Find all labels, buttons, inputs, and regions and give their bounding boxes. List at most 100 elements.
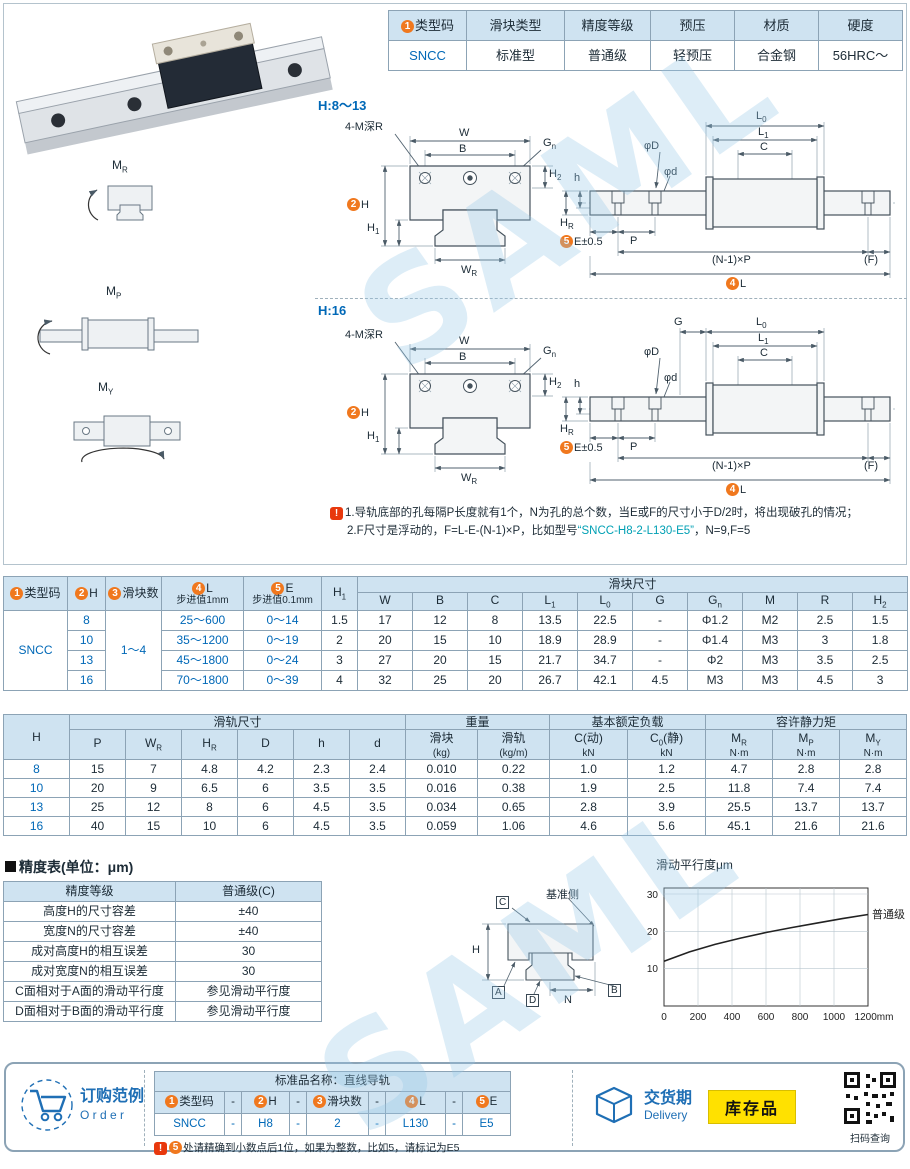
moment-mr-icon	[87, 185, 153, 221]
data-cell: 11.8	[705, 778, 774, 799]
data-cell: 1.5	[321, 610, 358, 631]
data-cell: 45～1800	[161, 650, 244, 671]
data-cell: 16	[67, 670, 106, 691]
data-cell: 4.5	[632, 670, 688, 691]
order-heading: 订购范例	[80, 1088, 145, 1105]
precision-table: 精度等级普通级(C) 高度H的尺寸容差±40 宽度N的尺寸容差±40 成对高度H…	[3, 881, 322, 1022]
data-cell: 0.010	[405, 759, 479, 780]
header-cell: 滑块尺寸	[356, 576, 909, 593]
data-cell: 0.034	[405, 797, 479, 818]
data-cell: 6	[237, 797, 294, 818]
data-cell: 12	[412, 610, 468, 631]
delivery-heading: 交货期	[644, 1090, 693, 1107]
data-cell: 3.5	[293, 778, 350, 799]
data-cell: 合金钢	[734, 40, 819, 71]
datum-label-n: N	[564, 994, 572, 1006]
data-cell: Φ1.2	[687, 610, 743, 631]
dim-label-c: C	[760, 141, 768, 153]
data-cell: 30	[175, 961, 322, 982]
svg-text:1000: 1000	[823, 1012, 846, 1023]
dim-label-g: G	[674, 316, 683, 328]
header-cell: B	[412, 592, 468, 611]
dim-label-np: (N-1)×P	[712, 460, 751, 472]
dim-label-wr: WR	[461, 264, 478, 279]
dim-label-w: W	[459, 127, 470, 139]
header-cell: 普通级(C)	[175, 881, 322, 902]
data-cell: 21.7	[522, 650, 578, 671]
parallelism-chart: 滑动平行度μm 10 20 30 0 200 400 600 800 1000 …	[628, 856, 910, 1036]
data-cell: -	[632, 610, 688, 631]
divider	[144, 1070, 145, 1146]
data-cell: 13	[67, 650, 106, 671]
data-cell: 35～1200	[161, 630, 244, 651]
svg-text:30: 30	[647, 890, 659, 901]
data-cell: H8	[241, 1113, 290, 1136]
data-cell: ±40	[175, 901, 322, 922]
qr-caption: 扫码查询	[850, 1134, 890, 1145]
moment-my-label: MY	[98, 380, 114, 397]
header-cell: L0	[577, 592, 633, 611]
header-cell: H	[3, 713, 70, 761]
data-cell: M3	[742, 670, 798, 691]
cart-icon	[21, 1079, 73, 1131]
dim-label-phid: φd	[664, 372, 678, 384]
svg-text:20: 20	[647, 927, 659, 938]
data-cell: 0～14	[243, 610, 322, 631]
data-cell: 4.5	[797, 670, 853, 691]
notes: !1.导轨底部的孔每隔P长度就有1个，N为孔的总个数，当E或F的尺寸小于D/2时…	[330, 505, 905, 541]
svg-text:800: 800	[792, 1012, 809, 1023]
data-cell: M3	[742, 650, 798, 671]
data-cell: 0.22	[477, 759, 551, 780]
header-cell: P	[69, 729, 126, 761]
header-cell: L1	[522, 592, 578, 611]
delivery-heading-en: Delivery	[644, 1108, 688, 1122]
data-cell: 6	[237, 816, 294, 837]
header-cell: 滑轨(kg/m)	[477, 729, 551, 761]
overview-panel	[3, 3, 907, 565]
data-cell: 2	[321, 630, 358, 651]
svg-text:1200mm: 1200mm	[855, 1012, 894, 1023]
header-cell: 容许静力矩	[705, 713, 908, 731]
header-cell: Gn	[687, 592, 743, 611]
data-cell: M3	[742, 630, 798, 651]
data-cell: 21.6	[839, 816, 908, 837]
square-bullet	[5, 861, 16, 872]
header-cell: 精度等级	[564, 10, 651, 41]
header-cell: h	[293, 729, 350, 761]
header-cell: 预压	[650, 10, 735, 41]
dim-label-phid: φd	[664, 166, 678, 178]
dim-label-l1: L1	[758, 126, 769, 141]
data-cell: C面相对于A面的滑动平行度	[3, 981, 176, 1002]
dim-label-p: P	[630, 441, 638, 453]
moment-mp-label: MP	[106, 284, 122, 301]
data-cell: 13	[3, 797, 70, 818]
data-cell: 参见滑动平行度	[175, 981, 322, 1002]
header-cell: 滑块类型	[466, 10, 565, 41]
table-row: W B C L1 L0 G Gn M R H2	[4, 592, 909, 611]
header-cell: d	[348, 729, 407, 761]
data-cell: L130	[385, 1113, 446, 1136]
data-cell: 45.1	[705, 816, 774, 837]
data-cell: 56HRC～	[818, 40, 903, 71]
data-cell: 0.059	[405, 816, 479, 837]
dim-label-gn: Gn	[543, 345, 557, 360]
datum-label-d: D	[526, 994, 540, 1007]
dim-label-l0: L0	[756, 110, 767, 125]
data-cell: 1.0	[549, 759, 629, 780]
data-cell: 17	[357, 610, 413, 631]
data-cell: ±40	[175, 921, 322, 942]
data-cell: 13.7	[772, 797, 841, 818]
data-cell: 4.8	[181, 759, 238, 780]
svg-text:200: 200	[690, 1012, 707, 1023]
